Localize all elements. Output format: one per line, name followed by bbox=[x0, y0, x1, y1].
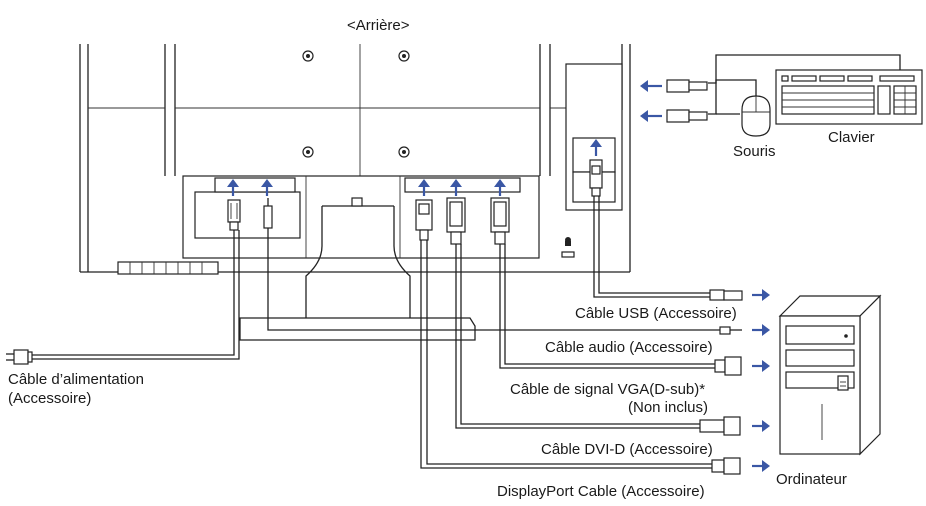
keyboard-label: Clavier bbox=[828, 129, 875, 146]
mouse-icon bbox=[741, 95, 771, 137]
power-plug-icon bbox=[227, 199, 241, 223]
audio-plug-icon bbox=[263, 205, 273, 229]
usb-cable-label: Câble USB (Accessoire) bbox=[575, 305, 737, 322]
vga-cable-label: Câble de signal VGA(D-sub)* bbox=[510, 381, 705, 398]
computer-label: Ordinateur bbox=[776, 471, 847, 488]
hub-usb-arrows bbox=[640, 79, 708, 123]
monitor-back bbox=[79, 44, 631, 341]
control-buttons bbox=[117, 261, 219, 275]
cables bbox=[30, 54, 901, 469]
cable-end-connectors bbox=[699, 289, 770, 475]
diagram-title: <Arrière> bbox=[347, 17, 410, 34]
audio-cable-label: Câble audio (Accessoire) bbox=[545, 339, 713, 356]
power-plug-icon bbox=[6, 349, 33, 365]
computer-tower-icon bbox=[778, 294, 882, 456]
power-cable-label: Câble d’alimentation bbox=[8, 371, 144, 388]
power-cable-note: (Accessoire) bbox=[8, 390, 91, 407]
mouse-label: Souris bbox=[733, 143, 776, 160]
displayport-cable-label: DisplayPort Cable (Accessoire) bbox=[497, 483, 705, 500]
dvi-cable-label: Câble DVI-D (Accessoire) bbox=[541, 441, 713, 458]
keyboard-icon bbox=[775, 69, 923, 125]
port-arrows bbox=[227, 139, 602, 196]
monitor-plugs bbox=[227, 159, 603, 245]
screw-holes bbox=[302, 50, 410, 158]
vga-cable-note: (Non inclus) bbox=[628, 399, 708, 416]
